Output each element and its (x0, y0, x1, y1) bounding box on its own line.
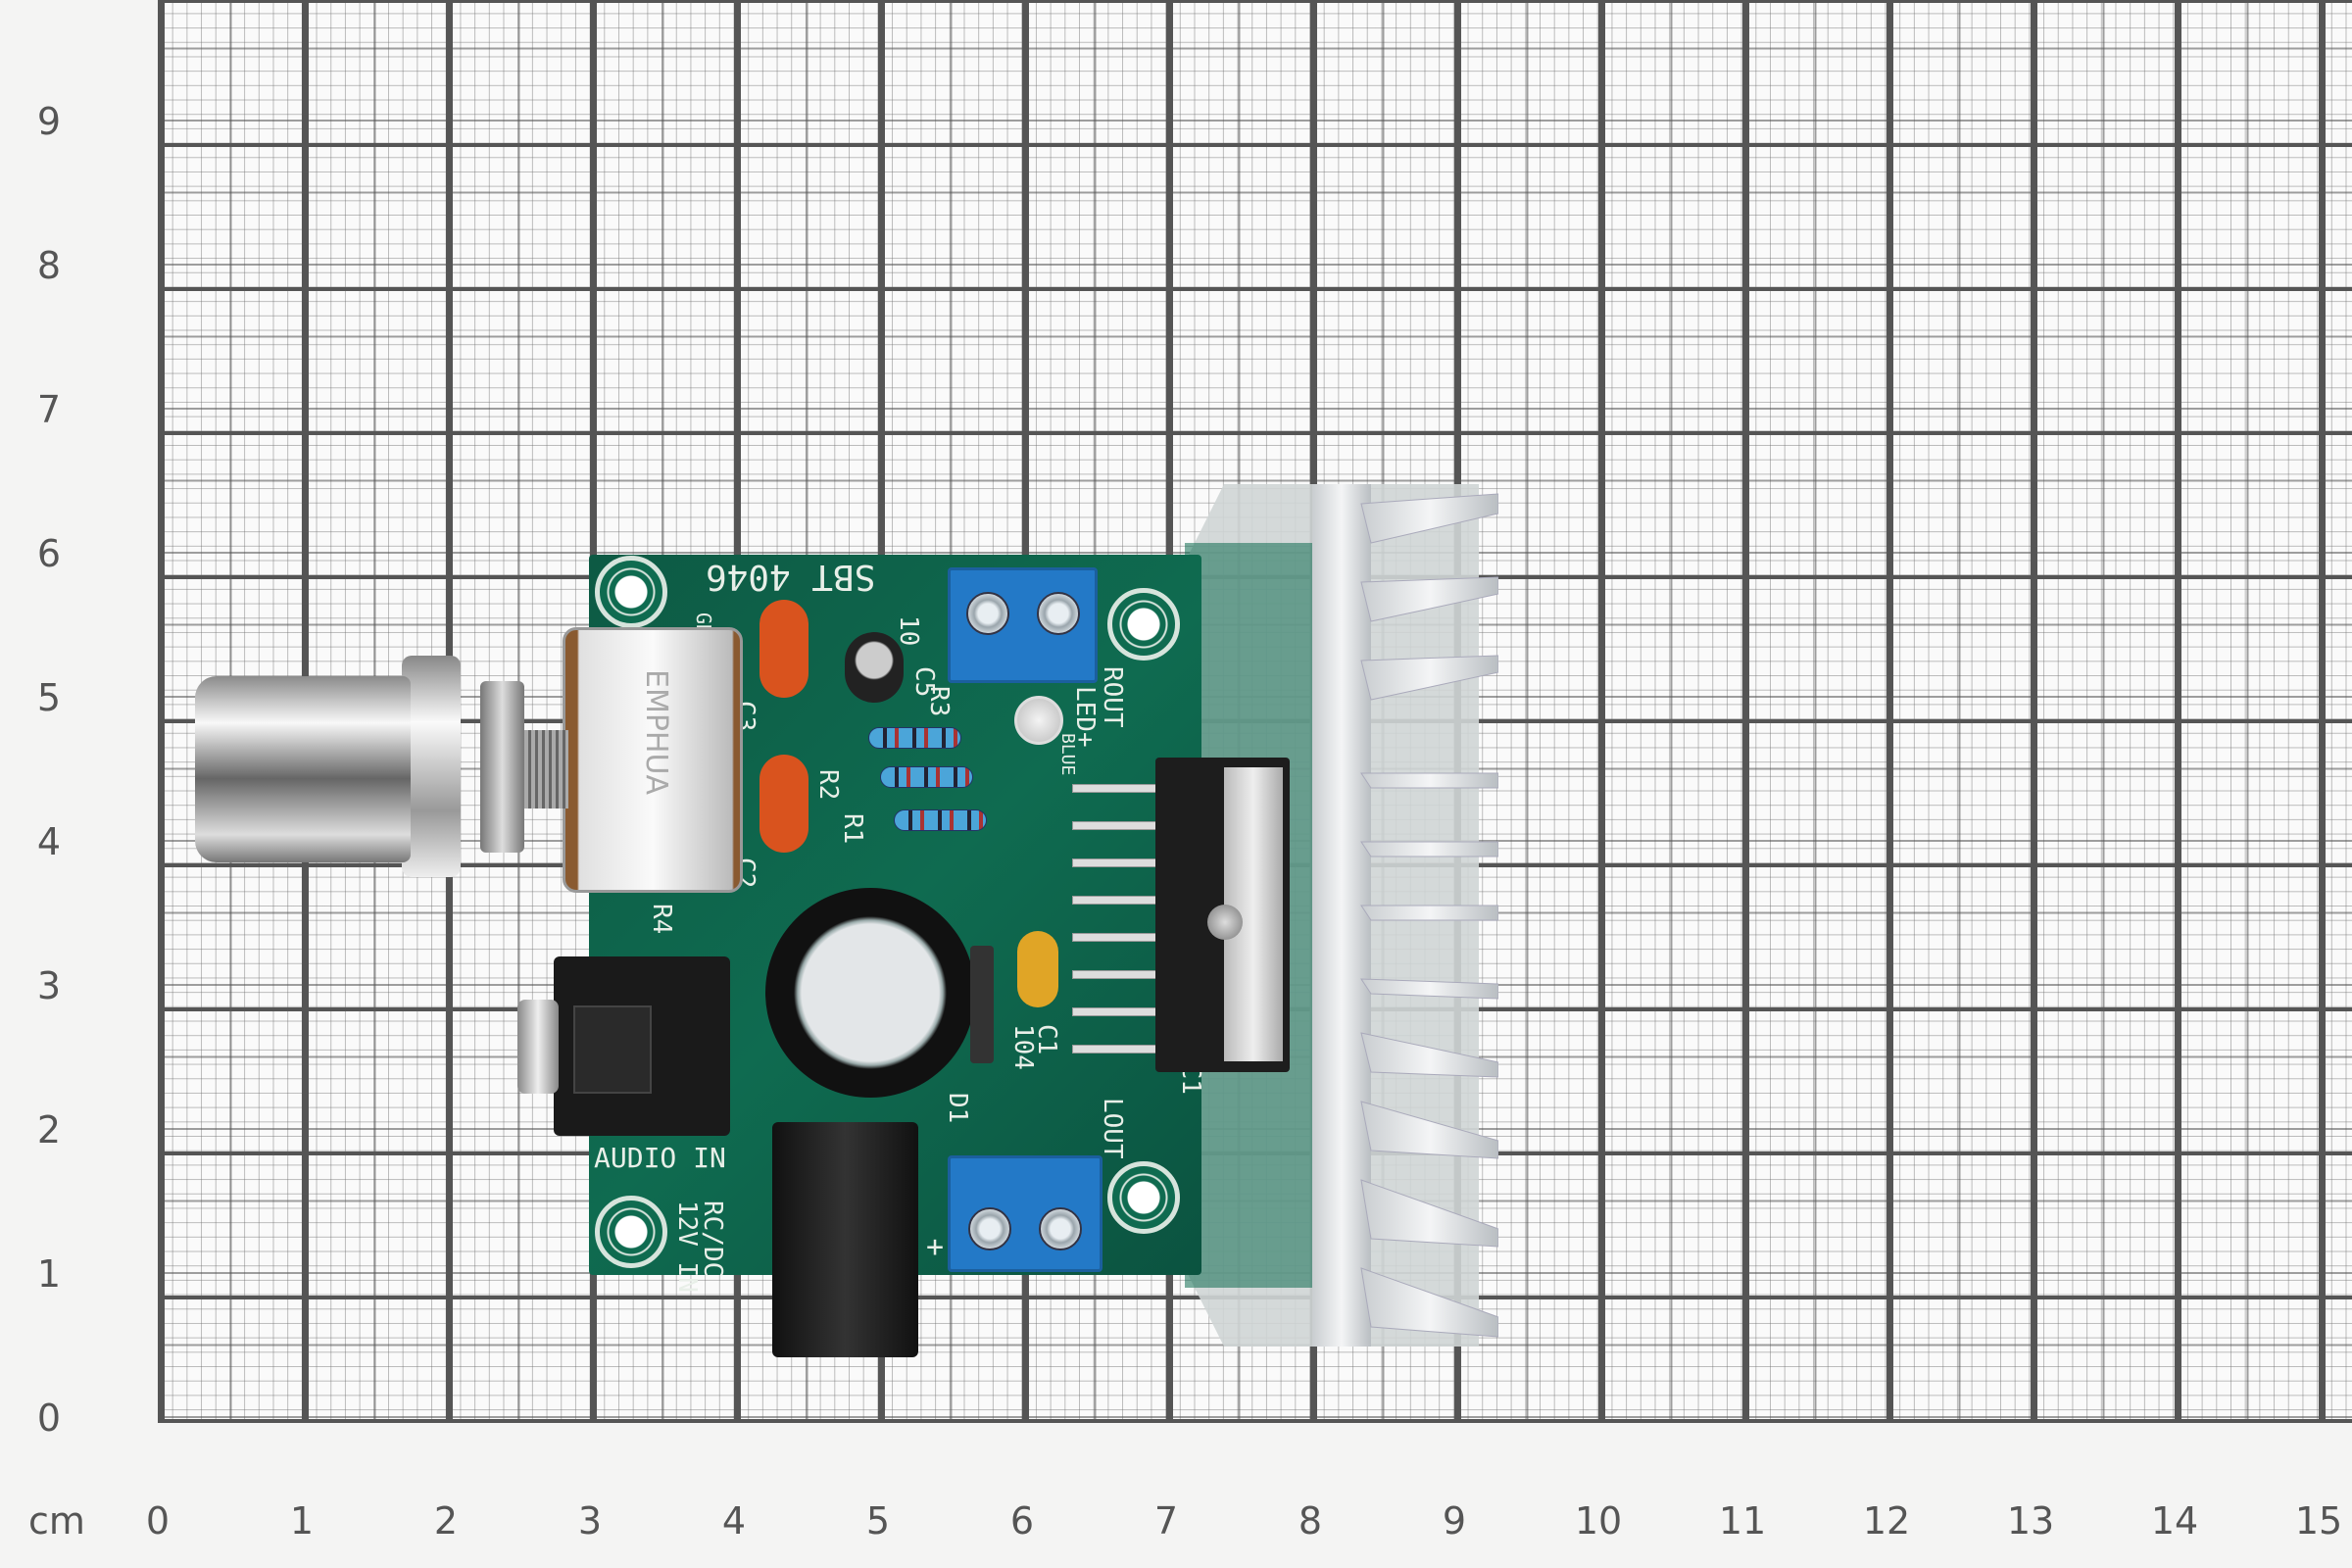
audio-jack-sleeve (517, 1000, 559, 1094)
silk-r1: R1 (838, 813, 867, 845)
x-axis-label: 5 (865, 1499, 891, 1543)
silk-power-in-1: RC/DC (698, 1200, 727, 1278)
silk-d1: D1 (943, 1093, 972, 1124)
y-axis-label: 1 (36, 1252, 62, 1296)
volume-knob[interactable] (195, 676, 411, 862)
silk-model: SBT 4046 (706, 557, 876, 597)
mounting-hole (595, 1196, 667, 1268)
electrolytic-capacitor-c5 (845, 632, 904, 703)
ic-pin (1072, 933, 1162, 942)
ic-pin (1072, 1045, 1162, 1054)
silk-r4: R4 (647, 904, 676, 935)
x-axis-label: 12 (1862, 1499, 1911, 1543)
terminal-block-rout (948, 567, 1098, 683)
silk-c5-value: 10 (894, 615, 923, 647)
silk-r2: R2 (813, 769, 843, 801)
ic-pin (1072, 858, 1162, 867)
dc-power-jack (772, 1122, 918, 1357)
y-axis-label: 5 (36, 676, 62, 719)
y-axis-label: 2 (36, 1108, 62, 1152)
screw-icon (968, 1207, 1011, 1250)
blue-led (1014, 696, 1063, 745)
ic-pin (1072, 784, 1162, 793)
silk-c5: C5 (909, 666, 939, 698)
mounting-hole (1107, 588, 1180, 661)
x-axis-label: 7 (1153, 1499, 1179, 1543)
y-axis-label: 3 (36, 964, 62, 1007)
screw-icon (1207, 905, 1243, 940)
x-axis-label: 4 (721, 1499, 747, 1543)
resistor-r3 (868, 727, 961, 749)
jack-body (573, 1005, 652, 1094)
x-axis-label: 0 (145, 1499, 171, 1543)
silk-c1-value: 104 (1008, 1024, 1038, 1070)
x-axis-label: 8 (1298, 1499, 1323, 1543)
film-capacitor-c3 (760, 600, 808, 698)
screw-icon (966, 592, 1009, 635)
x-axis-label: 3 (577, 1499, 603, 1543)
y-axis-label: 7 (36, 388, 62, 431)
silk-plus: + (926, 1230, 945, 1264)
potentiometer-thread (524, 730, 568, 808)
x-axis-label: 11 (1718, 1499, 1767, 1543)
mounting-hole (595, 556, 667, 628)
silk-audio-in: AUDIO IN (594, 1142, 726, 1174)
ic-pin (1072, 896, 1162, 905)
potentiometer-body: EMPHUA (563, 627, 743, 893)
ic-pin (1072, 970, 1162, 979)
audio-input-jack (554, 956, 730, 1136)
knob-collar (402, 656, 461, 877)
silk-rout: ROUT (1098, 666, 1127, 728)
diode-d1 (970, 946, 994, 1063)
silk-lout: LOUT (1098, 1098, 1127, 1159)
silk-power-in-2: 12V IN (672, 1200, 702, 1293)
electrolytic-capacitor-main (765, 888, 975, 1098)
screw-icon (1039, 1207, 1082, 1250)
x-axis-label: 1 (289, 1499, 315, 1543)
mounting-hole (1107, 1161, 1180, 1234)
x-axis-label: 14 (2150, 1499, 2199, 1543)
ic-pin (1072, 821, 1162, 830)
x-axis-label: 6 (1009, 1499, 1035, 1543)
potentiometer-nut (480, 681, 524, 853)
y-axis-label: 4 (36, 820, 62, 863)
x-axis-label: 13 (2006, 1499, 2055, 1543)
x-axis-label: 10 (1574, 1499, 1623, 1543)
y-axis-label: 6 (36, 532, 62, 575)
ceramic-capacitor-c1 (1017, 931, 1058, 1007)
potentiometer-brand: EMPHUA (639, 669, 673, 795)
ic-pin (1072, 1007, 1162, 1016)
x-axis-label: 9 (1442, 1499, 1467, 1543)
film-capacitor-c2 (760, 755, 808, 853)
resistor-r1 (894, 809, 987, 831)
y-axis-label: 9 (36, 100, 62, 143)
x-axis-label: 2 (433, 1499, 459, 1543)
terminal-block-lout (948, 1155, 1102, 1272)
unit-label: cm (28, 1499, 85, 1543)
y-axis-label: 8 (36, 244, 62, 287)
x-axis-label: 15 (2294, 1499, 2343, 1543)
y-axis-label: 0 (36, 1396, 62, 1440)
screw-icon (1037, 592, 1080, 635)
silk-led-color: BLUE (1057, 733, 1078, 776)
amplifier-ic (1155, 758, 1290, 1072)
resistor-r2 (880, 766, 973, 788)
